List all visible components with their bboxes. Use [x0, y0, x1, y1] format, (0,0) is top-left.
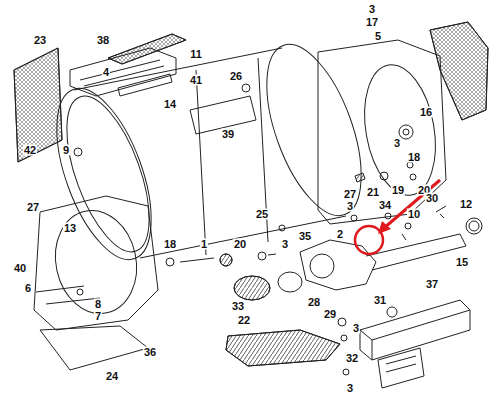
- callout-number: 34: [378, 200, 392, 211]
- callout-number: 3: [346, 201, 354, 212]
- callout-number: 10: [407, 209, 421, 220]
- callout-number: 19: [391, 185, 405, 196]
- callout-number: 26: [229, 71, 243, 82]
- callout-number: 5: [374, 31, 382, 42]
- callout-number: 39: [221, 129, 235, 140]
- callout-number: 35: [298, 231, 312, 242]
- callout-number: 18: [163, 239, 177, 250]
- callout-number: 40: [13, 263, 27, 274]
- callout-number: 33: [231, 301, 245, 312]
- callout-number: 42: [23, 145, 37, 156]
- callout-number: 36: [143, 347, 157, 358]
- callout-number: 3: [368, 4, 376, 15]
- callout-number: 3: [346, 383, 354, 394]
- callout-number: 2: [336, 229, 344, 240]
- callout-number: 11: [189, 49, 203, 60]
- callout-number: 28: [307, 297, 321, 308]
- callout-number: 7: [94, 311, 102, 322]
- callout-number: 8: [94, 299, 102, 310]
- callout-number: 29: [323, 309, 337, 320]
- callout-number: 15: [455, 257, 469, 268]
- callout-number: 4: [102, 67, 110, 78]
- callout-number: 32: [345, 353, 359, 364]
- callout-number: 20: [233, 239, 247, 250]
- callout-number: 3: [281, 239, 289, 250]
- callout-number: 25: [255, 209, 269, 220]
- callout-number: 22: [237, 315, 251, 326]
- callout-number: 41: [189, 75, 203, 86]
- callout-number: 27: [343, 189, 357, 200]
- callout-number: 13: [63, 223, 77, 234]
- callout-number: 27: [26, 202, 40, 213]
- callout-number: 17: [365, 17, 379, 28]
- callout-number: 9: [62, 145, 70, 156]
- callout-number: 37: [425, 279, 439, 290]
- callout-number: 3: [352, 323, 360, 334]
- callout-number: 31: [373, 295, 387, 306]
- callout-number: 38: [96, 35, 110, 46]
- callout-number: 24: [105, 371, 119, 382]
- callout-number: 14: [163, 99, 177, 110]
- callout-number: 30: [425, 193, 439, 204]
- callout-number: 18: [407, 152, 421, 163]
- callout-number: 6: [24, 283, 32, 294]
- callout-number: 23: [33, 35, 47, 46]
- callout-number: 12: [459, 199, 473, 210]
- callout-number: 16: [419, 107, 433, 118]
- callout-number: 21: [366, 187, 380, 198]
- callout-number: 1: [200, 239, 208, 250]
- callout-number: 3: [393, 138, 401, 149]
